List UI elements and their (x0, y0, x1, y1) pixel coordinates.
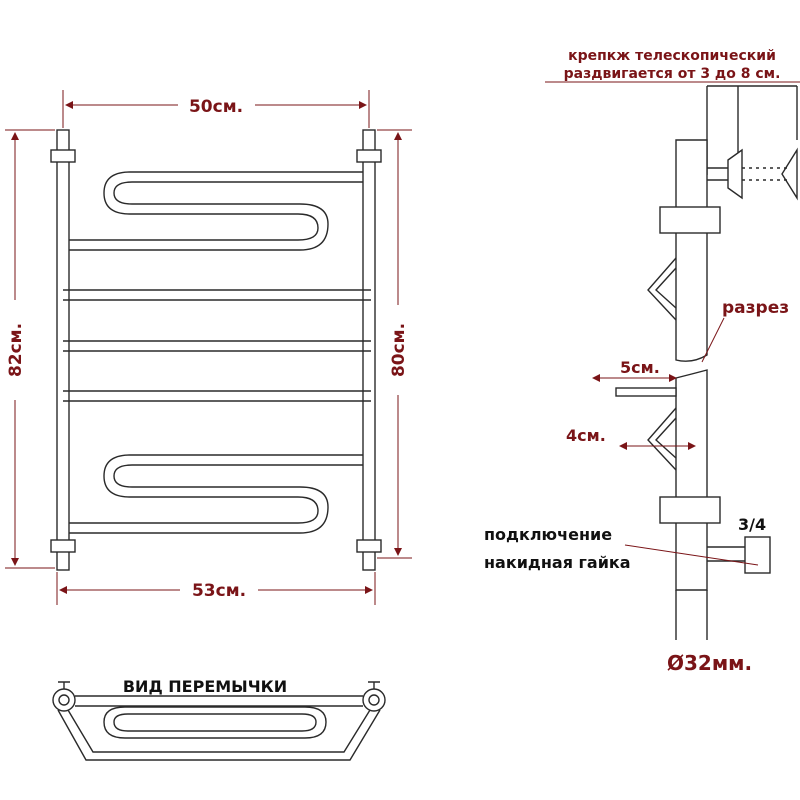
bar-2 (63, 340, 371, 352)
upper-nut (659, 206, 721, 234)
connection-label-line1: подключение (484, 525, 612, 544)
jumper-left-fitting-inner (58, 694, 70, 706)
connection-leader (624, 544, 759, 566)
jumper-top-rail (75, 695, 363, 707)
mount-text-line1: крепкж телескопический (568, 48, 776, 64)
bottom-coil (69, 454, 363, 534)
upper-coil-profile (647, 257, 677, 321)
right-height-label: 80см. (389, 323, 409, 377)
jumper-right-cap (368, 681, 380, 689)
side-lower-pipe (675, 369, 708, 591)
jumper-right-fitting-inner (368, 694, 380, 706)
front-view: 50см. 53см. 82см. 80см. (5, 90, 412, 605)
lower-nut (659, 496, 721, 524)
connection-label-line2: накидная гайка (484, 553, 631, 572)
top-coil (69, 171, 363, 251)
right-post (362, 129, 376, 571)
left-height-label: 82см. (6, 323, 26, 377)
left-bottom-cap (50, 539, 76, 553)
side-upper-pipe (675, 139, 708, 362)
upper-bracket-wall-plate (781, 147, 798, 201)
right-bottom-cap (356, 539, 382, 553)
side-view: крепкж телескопический раздвигается от 3… (484, 48, 800, 675)
jumper-frame (57, 709, 381, 761)
bar-3 (63, 390, 371, 402)
jumper-view: ВИД ПЕРЕМЫЧКИ (52, 677, 386, 761)
jumper-title: ВИД ПЕРЕМЫЧКИ (123, 677, 287, 696)
right-top-cap (356, 149, 382, 163)
bar-stub (615, 387, 677, 397)
dim-5-label: 5см. (620, 358, 660, 377)
jumper-coil (103, 706, 327, 739)
upper-bracket-telescope (742, 167, 790, 181)
connection-pipe (707, 546, 745, 562)
left-post (56, 129, 70, 571)
left-top-cap (50, 149, 76, 163)
upper-bracket-rod (707, 167, 728, 181)
section-leader (701, 317, 725, 363)
section-label: разрез (722, 298, 789, 318)
diameter-label: Ø32мм. (667, 651, 752, 675)
dim-4-label: 4см. (566, 426, 606, 445)
upper-bracket-flange (727, 148, 743, 200)
bar-1 (63, 289, 371, 301)
lower-coil-profile (647, 407, 677, 471)
mount-text-line2: раздвигается от 3 до 8 см. (564, 66, 781, 82)
bottom-width-label: 53см. (192, 581, 246, 601)
top-width-label: 50см. (189, 97, 243, 117)
union-nut (744, 536, 771, 574)
jumper-left-cap (58, 681, 70, 689)
thread-label: 3/4 (738, 515, 766, 534)
